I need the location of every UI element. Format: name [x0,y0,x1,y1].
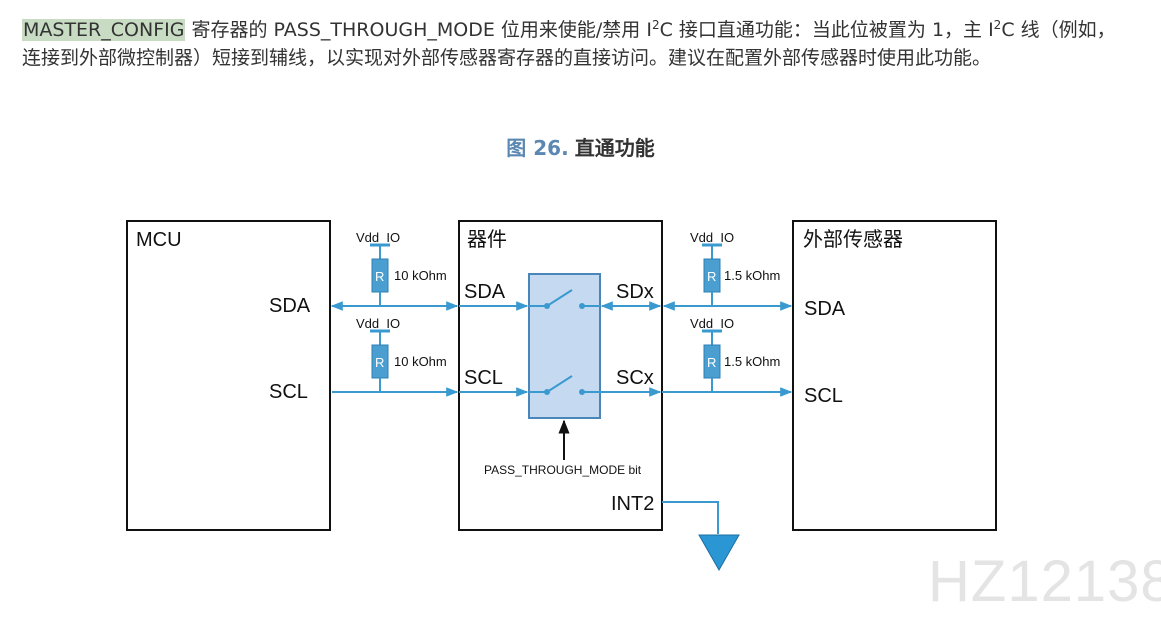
pullup-supply-label: Vdd_IO [690,230,734,245]
resistor-symbol: R [707,355,716,370]
pullup-supply-label: Vdd_IO [356,230,400,245]
pullup-supply-label: Vdd_IO [356,316,400,331]
pullup-mcu-sda: Vdd_IO R 10 kOhm [356,230,447,306]
mcu-block [126,220,331,531]
device-scx-label: SCx [616,367,654,389]
pullup-sensor-sda: Vdd_IO R 1.5 kOhm [690,230,780,306]
description-paragraph: MASTER_CONFIG 寄存器的 PASS_THROUGH_MODE 位用来… [22,16,1132,72]
mcu-sda-label: SDA [269,295,311,317]
int2-wire [662,501,719,534]
ground-icon [698,534,740,572]
sensor-block [792,220,997,531]
device-scl-label: SCL [464,367,503,389]
pullup-mcu-scl: Vdd_IO R 10 kOhm [356,316,447,392]
sda-switch-contact [546,289,573,307]
device-label: 器件 [467,228,507,251]
sensor-label: 外部传感器 [803,228,903,251]
mcu-scl-label: SCL [269,381,308,403]
superscript-2b: 2 [993,18,1002,32]
paragraph-text-3: C 线（例如，连接到外部微控制器）短接到辅线，以实现对外部传感器寄存器的直接访问… [22,19,1116,69]
resistor-symbol: R [375,269,384,284]
master-config-highlight: MASTER_CONFIG [22,19,186,41]
figure-title: 直通功能 [574,136,655,160]
resistor-value: 1.5 kOhm [724,268,780,283]
resistor-value: 10 kOhm [394,268,447,283]
device-int2-label: INT2 [611,493,654,515]
superscript-2a: 2 [651,18,660,32]
scl-switch-contact [546,375,573,393]
device-sdx-label: SDx [616,281,654,303]
pullup-sensor-scl: Vdd_IO R 1.5 kOhm [690,316,780,392]
sensor-scl-label: SCL [804,385,843,407]
mode-bit-label: PASS_THROUGH_MODE bit [484,463,642,477]
resistor-symbol: R [707,269,716,284]
paragraph-text-1: 寄存器的 PASS_THROUGH_MODE 位用来使能/禁用 I [185,19,652,41]
figure-caption: 图 26.直通功能 [0,132,1161,161]
figure-number: 图 26. [506,136,569,160]
resistor-value: 10 kOhm [394,354,447,369]
paragraph-text-2: C 接口直通功能：当此位被置为 1，主 I [659,19,994,41]
resistor-value: 1.5 kOhm [724,354,780,369]
pass-through-switch [528,273,601,419]
resistor-symbol: R [375,355,384,370]
pullup-supply-label: Vdd_IO [690,316,734,331]
sensor-sda-label: SDA [804,298,846,320]
device-sda-label: SDA [464,281,506,303]
watermark-text: HZ12138 [928,549,1161,614]
mcu-label: MCU [136,229,182,251]
